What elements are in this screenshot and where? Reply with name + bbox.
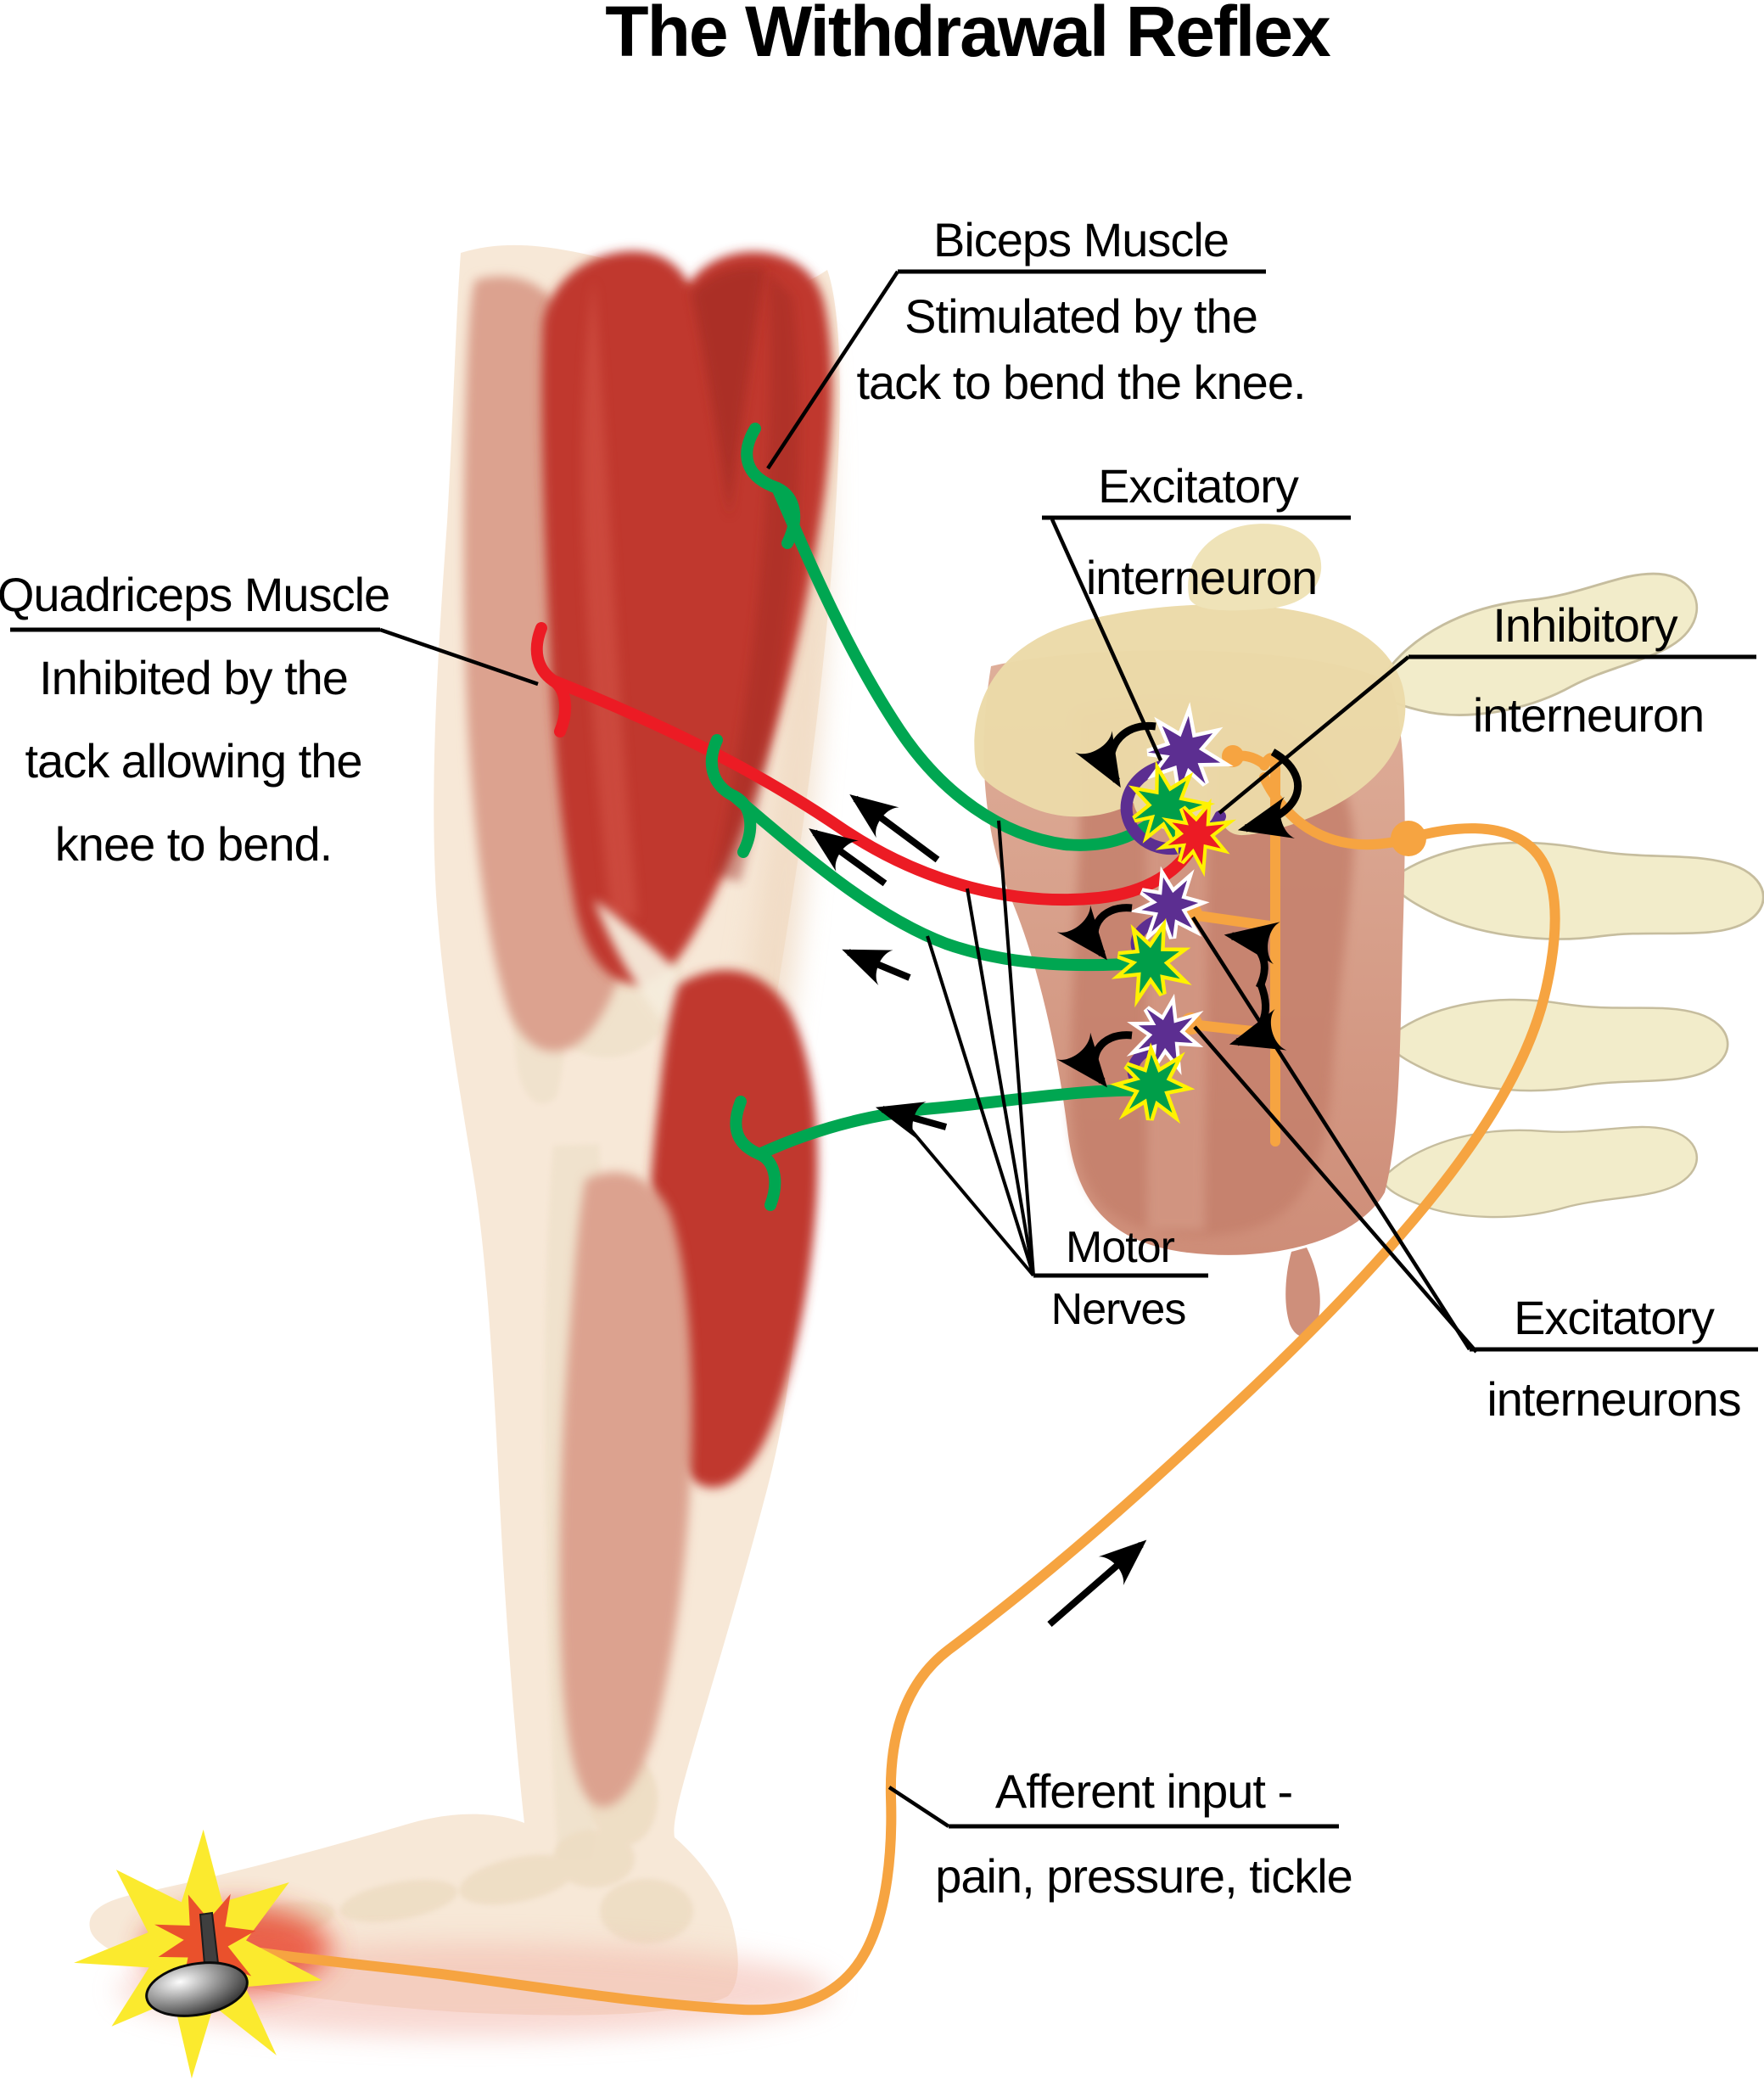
motor-nerves-label-line-1: Motor xyxy=(1066,1223,1175,1272)
signal-direction-arrow-icon xyxy=(842,949,911,985)
signal-direction-arrow-icon xyxy=(1047,1539,1147,1628)
tack-head-icon xyxy=(145,1961,249,2017)
motor-nerve-green-1 xyxy=(771,482,1174,851)
muscle-striation xyxy=(582,280,638,917)
inhibitory-interneuron-label-line-1: Inhibitory xyxy=(1492,598,1677,652)
motor-nerve-green-2 xyxy=(728,790,1158,972)
afferent-nerve-path xyxy=(205,772,1560,2016)
figure-title: The Withdrawal Reflex xyxy=(605,0,1331,71)
label-leaders xyxy=(10,269,1758,1829)
vertebra-wing-icon xyxy=(1389,832,1764,956)
cord-tail xyxy=(1285,1248,1320,1337)
synapse-dot xyxy=(1222,745,1244,767)
label-leader-line xyxy=(766,270,899,470)
afferent-input-label-line-1: Afferent input - xyxy=(995,1764,1292,1818)
label-leader-line xyxy=(1193,1025,1478,1354)
signal-direction-arrow-icon xyxy=(809,828,888,887)
motor-nerves-label-line-2: Nerves xyxy=(1051,1285,1186,1334)
label-leader-line xyxy=(1191,916,1471,1351)
loop-arrow-icon xyxy=(1056,904,1133,961)
quadriceps-label-line-1: Quadriceps Muscle xyxy=(0,568,389,621)
biceps-label-line-1: Biceps Muscle xyxy=(933,213,1229,266)
excitatory-interneurons-label-line-1: Excitatory xyxy=(1514,1291,1715,1344)
leg-illustration xyxy=(89,244,840,2037)
biceps-label-line-2: Stimulated by the xyxy=(904,289,1257,343)
afferent-input-label-line-2: pain, pressure, tickle xyxy=(935,1849,1352,1903)
label-leader-line xyxy=(966,888,1035,1276)
quadriceps-label-line-3: tack allowing the xyxy=(25,734,361,788)
excitatory-interneurons-label-line-2: interneurons xyxy=(1487,1372,1740,1426)
label-leader-line xyxy=(997,820,1035,1276)
motor-nerve-paths xyxy=(530,423,1203,1211)
muscle-separation xyxy=(692,266,765,518)
signal-direction-arrow-icon xyxy=(849,793,940,863)
signal-direction-arrow-icon xyxy=(875,1102,948,1139)
label-leader-line xyxy=(1050,519,1163,761)
green-nerve-terminal xyxy=(741,423,801,549)
excitatory-interneuron-label-line-1: Excitatory xyxy=(1098,459,1299,513)
loop-arrow-icon xyxy=(1224,922,1280,990)
loop-arrow-icon xyxy=(1056,1031,1133,1088)
motor-nerve-green-3 xyxy=(753,1084,1160,1160)
tack xyxy=(60,1814,341,2086)
red-nerve-terminal xyxy=(530,622,572,737)
quadriceps-label-line-2: Inhibited by the xyxy=(39,651,348,704)
vertebra-wing-icon xyxy=(1386,994,1731,1099)
muscle-striation-2 xyxy=(714,272,800,883)
biceps-label-line-3: tack to bend the knee. xyxy=(856,356,1305,409)
label-leader-line xyxy=(888,1786,950,1828)
afferent-pathway xyxy=(205,745,1560,2016)
excitatory-interneuron-label-line-2: interneuron xyxy=(1086,551,1317,604)
soleus-muscle-shape xyxy=(559,1172,692,1808)
green-nerve-terminal xyxy=(730,1096,781,1211)
label-leader-line xyxy=(379,627,539,687)
label-leader-line xyxy=(893,1108,1035,1277)
cord-top-nub xyxy=(1188,524,1322,611)
inhibited-motor-nerve-red xyxy=(547,675,1203,906)
green-nerve-terminal xyxy=(705,734,757,858)
label-leader-line xyxy=(1218,655,1410,815)
quadriceps-label-line-4: knee to bend. xyxy=(55,817,332,871)
dorsal-root-ganglion-dot xyxy=(1391,821,1426,856)
figure-labels: The Withdrawal Reflex Biceps Muscle Stim… xyxy=(0,0,1742,1903)
label-leader-line xyxy=(926,935,1035,1276)
interneurons xyxy=(1106,709,1233,1133)
inhibitory-interneuron-label-line-2: interneuron xyxy=(1473,688,1704,742)
